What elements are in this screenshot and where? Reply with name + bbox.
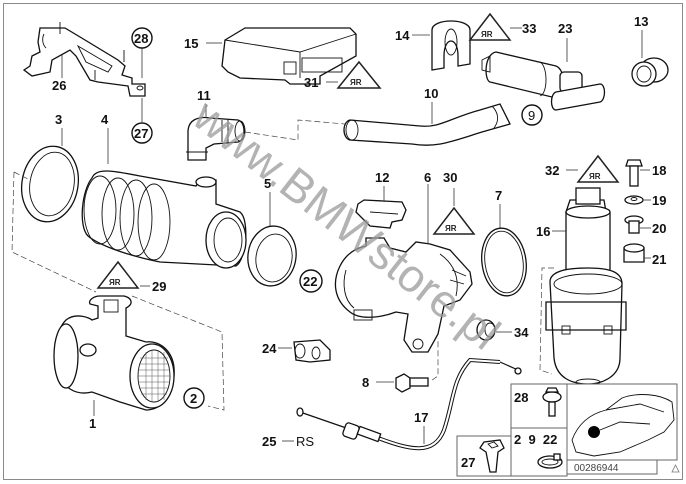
callout-28: 28 — [134, 31, 148, 46]
callout-27: 27 — [134, 126, 148, 141]
svg-text:ЯR: ЯR — [350, 78, 362, 87]
legend-label-28: 28 — [514, 390, 528, 405]
callout-20: 20 — [652, 221, 666, 236]
callout-3: 3 — [55, 112, 62, 127]
part-26-bracket[interactable] — [22, 22, 146, 97]
svg-text:ЯR: ЯR — [589, 172, 601, 181]
callout-17: 17 — [414, 410, 428, 425]
callout-23: 23 — [558, 21, 572, 36]
part-17-throttle-cable[interactable] — [296, 357, 522, 451]
callout-5: 5 — [264, 176, 271, 191]
callout-6: 6 — [424, 170, 431, 185]
callout-34: 34 — [514, 325, 529, 340]
part-8-bolt[interactable] — [395, 373, 429, 393]
callout-2: 2 — [190, 391, 197, 406]
part-23-pump[interactable] — [481, 51, 606, 111]
callout-13: 13 — [634, 14, 648, 29]
callout-14: 14 — [395, 28, 410, 43]
callout-19: 19 — [652, 193, 666, 208]
callout-10: 10 — [424, 86, 438, 101]
part-16-throttle-actuator[interactable] — [545, 187, 627, 386]
callout-1: 1 — [89, 416, 96, 431]
callout-9-circle — [521, 104, 543, 126]
callout-32: 32 — [545, 163, 559, 178]
warning-triangle-32: ЯR — [576, 154, 620, 183]
svg-text:ЯR: ЯR — [445, 224, 457, 233]
callout-8: 8 — [362, 375, 369, 390]
callout-33: 33 — [522, 21, 536, 36]
callout-4: 4 — [101, 112, 109, 127]
callout-12: 12 — [375, 170, 389, 185]
warning-triangle-31: ЯR — [336, 60, 382, 89]
callout-15: 15 — [184, 36, 198, 51]
callout-21: 21 — [652, 252, 666, 267]
callout-24: 24 — [262, 341, 277, 356]
callout-28-circle — [131, 27, 153, 49]
part-15-control-unit[interactable] — [221, 27, 357, 85]
warning-triangle-30: ЯR — [432, 206, 476, 235]
callout-16: 16 — [536, 224, 550, 239]
callout-2-circle — [183, 387, 205, 409]
screw-icon — [542, 387, 562, 417]
warning-triangle-33: ЯR — [468, 12, 512, 41]
part-1-mass-air-flow-sensor[interactable] — [53, 295, 175, 411]
svg-text:ЯR: ЯR — [481, 30, 493, 39]
callout-29: 29 — [152, 279, 166, 294]
callout-26: 26 — [52, 78, 66, 93]
triangle-outline-icon — [671, 464, 680, 473]
warning-triangle-29: ЯR — [96, 260, 140, 289]
part-10-hose[interactable] — [343, 103, 511, 146]
part-4-bellows[interactable] — [81, 170, 247, 269]
part-13-grommet[interactable] — [631, 57, 669, 87]
callout-9: 9 — [528, 108, 535, 123]
part-3-ring[interactable] — [16, 142, 84, 227]
part-24-clamp[interactable] — [293, 339, 331, 363]
callout-11: 11 — [197, 88, 211, 103]
part-34-grommet[interactable] — [476, 319, 496, 341]
part-7-o-ring[interactable] — [477, 225, 530, 298]
part-12-sensor[interactable] — [355, 199, 407, 229]
legend-label-2-9-22: 2 9 22 — [514, 432, 557, 447]
legend-label-27: 27 — [461, 455, 475, 470]
callout-22-circle — [299, 269, 323, 293]
part-21-spacer[interactable] — [623, 243, 645, 263]
callout-22: 22 — [303, 274, 317, 289]
part-19-washer[interactable] — [624, 195, 644, 205]
callout-30: 30 — [443, 170, 457, 185]
diagram-code: 00286944 — [574, 463, 619, 474]
part-18-screw[interactable] — [625, 159, 643, 187]
callout-7: 7 — [495, 188, 502, 203]
part-11-elbow[interactable] — [186, 116, 246, 161]
callout-25-rs: RS — [296, 434, 314, 449]
hose-clamp-icon — [537, 453, 563, 469]
location-marker-icon — [588, 426, 600, 438]
vehicle-locator — [566, 383, 678, 475]
svg-text:ЯR: ЯR — [109, 278, 121, 287]
callout-27-circle — [131, 122, 153, 144]
clip-nut-icon — [479, 439, 505, 473]
part-20-bushing[interactable] — [624, 215, 644, 234]
callout-18: 18 — [652, 163, 666, 178]
part-5-ring[interactable] — [244, 223, 300, 289]
part-6-throttle-housing[interactable] — [334, 237, 473, 353]
part-14-mount[interactable] — [431, 20, 471, 71]
callout-25: 25 — [262, 434, 276, 449]
callout-31: 31 — [304, 75, 318, 90]
